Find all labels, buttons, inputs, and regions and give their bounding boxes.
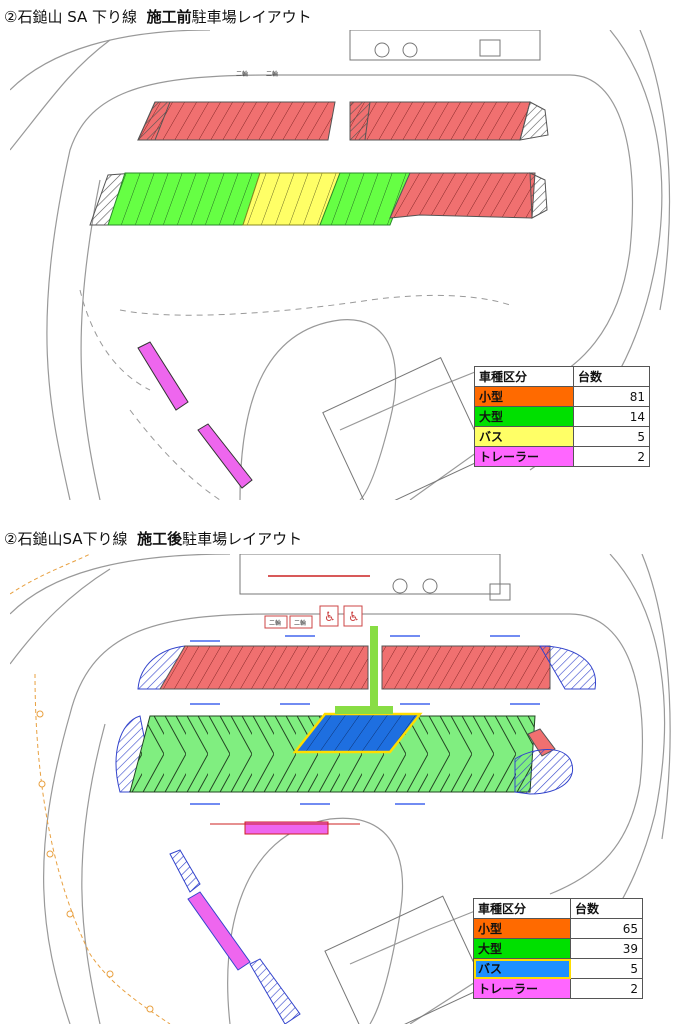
- legend-row: バス 5: [474, 426, 650, 447]
- legend-count: 65: [570, 918, 643, 939]
- before-hatch-mid: [349, 101, 371, 141]
- before-title-bold: 施工前: [146, 8, 192, 26]
- legend-count: 2: [570, 978, 643, 999]
- after-bus-label-bar: [335, 706, 393, 714]
- before-map-svg: 二輪 二輪: [10, 30, 671, 500]
- svg-text:♿: ♿: [324, 610, 336, 625]
- after-legend-table: 車種区分 台数 小型 65 大型 39 バス 5 トレーラー 2: [473, 898, 643, 999]
- svg-text:♿: ♿: [348, 610, 360, 625]
- legend-category: トレーラー: [474, 446, 574, 467]
- after-small-stalls-left: [159, 645, 369, 690]
- after-small-stalls-right: [381, 645, 551, 690]
- before-legend-table: 車種区分 台数 小型 81 大型 14 バス 5 トレーラー 2: [474, 366, 650, 467]
- after-title-bold: 施工後: [137, 530, 183, 548]
- before-trailer-stall-1: [137, 341, 189, 411]
- legend-header-type: 車種区分: [473, 898, 571, 919]
- before-bike-label-1: 二輪: [236, 70, 248, 78]
- before-title-suffix: 駐車場レイアウト: [191, 8, 312, 26]
- before-title-prefix: ②石鎚山 SA 下り線: [4, 8, 138, 26]
- legend-row: バス 5: [473, 958, 643, 979]
- legend-count: 81: [573, 386, 650, 407]
- after-title: ②石鎚山SA下り線 施工後駐車場レイアウト: [4, 528, 302, 549]
- legend-header-row: 車種区分 台数: [473, 898, 643, 919]
- before-hatch-left: [137, 101, 171, 141]
- before-title: ②石鎚山 SA 下り線 施工前駐車場レイアウト: [4, 6, 312, 27]
- legend-count: 39: [570, 938, 643, 959]
- before-layout-map: 二輪 二輪: [10, 30, 675, 500]
- before-small-stalls-right: [349, 101, 531, 141]
- after-map-svg: 二輪 二輪 ♿ ♿: [10, 554, 671, 1024]
- legend-category: 小型: [474, 386, 574, 407]
- after-hatch-row2-right: [514, 749, 573, 795]
- legend-category: 大型: [474, 406, 574, 427]
- legend-category: バス: [474, 426, 574, 447]
- legend-row: トレーラー 2: [474, 446, 650, 467]
- after-large-stalls: [129, 715, 536, 793]
- before-bike-label-2: 二輪: [266, 70, 278, 78]
- after-title-prefix: ②石鎚山SA下り線: [4, 530, 128, 548]
- legend-category: バス: [473, 958, 571, 979]
- after-bike-label-1: 二輪: [269, 619, 281, 627]
- legend-category: トレーラー: [473, 978, 571, 999]
- after-bike-label-2: 二輪: [294, 619, 306, 627]
- before-trailer-stall-2: [197, 423, 253, 489]
- before-large-stalls-1: [107, 172, 261, 226]
- legend-header-row: 車種区分 台数: [474, 366, 650, 387]
- legend-row: 大型 14: [474, 406, 650, 427]
- legend-row: 大型 39: [473, 938, 643, 959]
- after-trailer-stall-2: [187, 891, 251, 971]
- before-small-stalls-row2: [389, 172, 536, 219]
- after-bus-stalls: [292, 712, 423, 754]
- after-pedestrian-walkway: [370, 626, 378, 721]
- legend-header-count: 台数: [573, 366, 650, 387]
- legend-category: 小型: [473, 918, 571, 939]
- after-hatch-right: [539, 645, 596, 690]
- after-title-suffix: 駐車場レイアウト: [182, 530, 303, 548]
- before-hatch-row2-right: [529, 172, 548, 219]
- legend-category: 大型: [473, 938, 571, 959]
- after-trailer-stall-1: [244, 821, 329, 835]
- legend-row: 小型 81: [474, 386, 650, 407]
- before-hatch-right: [519, 101, 549, 141]
- legend-row: 小型 65: [473, 918, 643, 939]
- legend-count: 14: [573, 406, 650, 427]
- legend-count: 5: [570, 958, 643, 979]
- legend-count: 5: [573, 426, 650, 447]
- legend-header-count: 台数: [570, 898, 643, 919]
- legend-row: トレーラー 2: [473, 978, 643, 999]
- legend-header-type: 車種区分: [474, 366, 574, 387]
- accessible-parking-icon: ♿ ♿: [319, 605, 363, 627]
- legend-count: 2: [573, 446, 650, 467]
